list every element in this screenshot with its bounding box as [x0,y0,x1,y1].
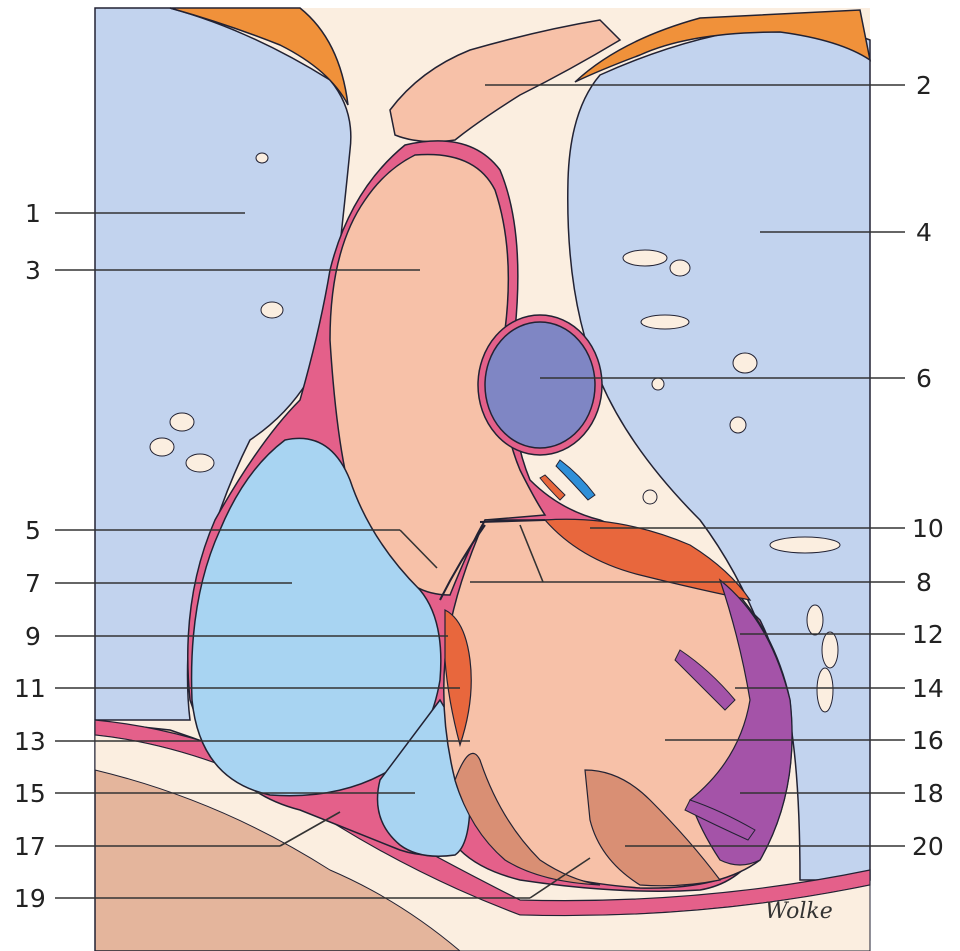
label-5: 5 [25,516,41,545]
label-17: 17 [14,832,46,861]
label-20: 20 [912,832,944,861]
lung-vessel-k [652,378,664,390]
label-11: 11 [14,674,46,703]
label-6: 6 [916,364,932,393]
descending-aorta-lumen [485,322,595,448]
lung-vessel-p [817,668,833,712]
lung-vessel-l [643,490,657,504]
lung-vessel-g [670,260,690,276]
label-19: 19 [14,884,46,913]
label-10: 10 [912,514,944,543]
label-8: 8 [916,568,932,597]
lung-vessel-m [770,537,840,553]
label-15: 15 [14,779,46,808]
label-7: 7 [25,569,41,598]
lung-vessel-e [186,454,214,472]
artist-signature: Wolke [765,899,833,924]
lung-vessel-b [261,302,283,318]
lung-vessel-n [807,605,823,635]
lung-vessel-j [730,417,746,433]
label-2: 2 [916,71,932,100]
lung-vessel-i [733,353,757,373]
label-16: 16 [912,726,944,755]
label-4: 4 [916,218,932,247]
lung-vessel-c [170,413,194,431]
label-12: 12 [912,620,944,649]
lung-vessel-a [256,153,268,163]
label-3: 3 [25,256,41,285]
label-13: 13 [14,727,46,756]
label-9: 9 [25,622,41,651]
label-14: 14 [912,674,944,703]
label-1: 1 [25,199,41,228]
label-18: 18 [912,779,944,808]
lung-vessel-f [623,250,667,266]
lung-vessel-o [822,632,838,668]
lung-vessel-h [641,315,689,329]
lung-vessel-d [150,438,174,456]
